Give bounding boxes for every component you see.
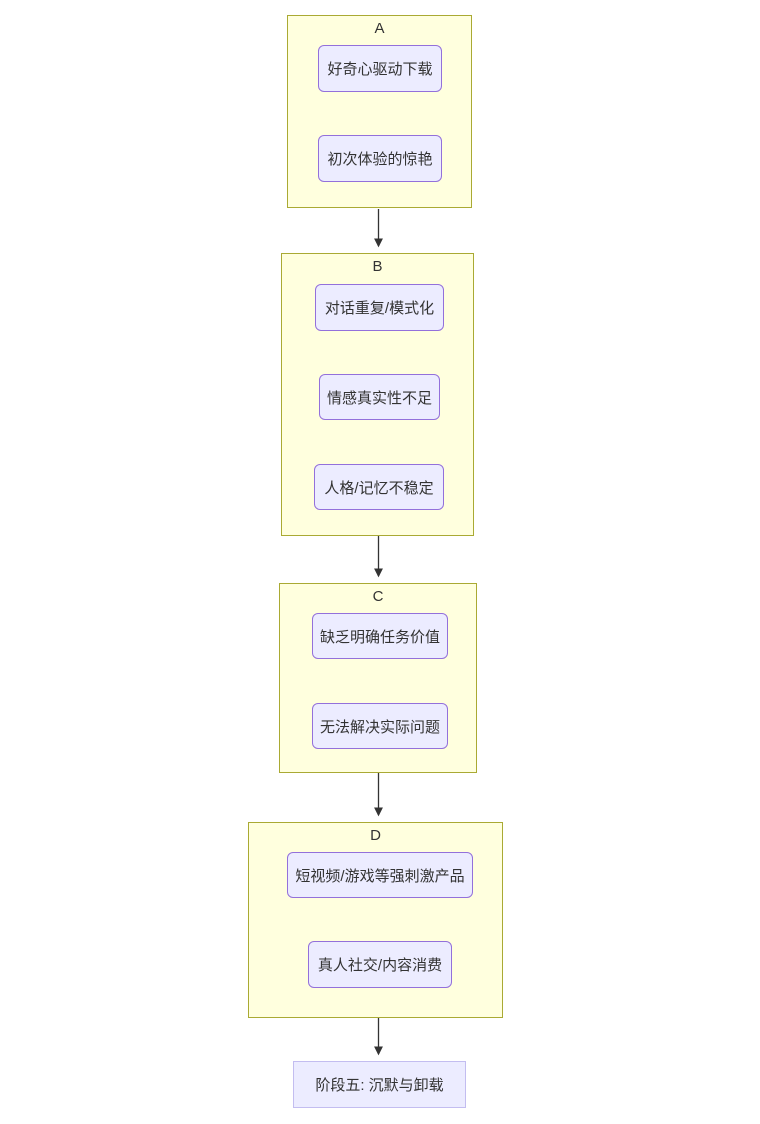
flow-node-repetitive-dialogue: 对话重复/模式化 [315, 284, 444, 331]
flow-node-label: 阶段五: 沉默与卸载 [315, 1077, 444, 1094]
flow-node-unstable-persona-memory: 人格/记忆不稳定 [314, 464, 444, 510]
flow-node-curiosity-download: 好奇心驱动下载 [318, 45, 442, 92]
flow-node-label: 对话重复/模式化 [324, 300, 435, 317]
flow-node-label: 缺乏明确任务价值 [319, 628, 440, 646]
cluster-c-label: C [372, 588, 384, 605]
flow-node-label: 人格/记忆不稳定 [324, 479, 434, 497]
flow-node-emotional-authenticity: 情感真实性不足 [319, 374, 440, 420]
flow-node-cannot-solve-problems: 无法解决实际问题 [312, 703, 448, 749]
flow-node-first-experience: 初次体验的惊艳 [318, 135, 442, 182]
cluster-a-label: A [374, 20, 385, 37]
flow-node-stage-five-silence-uninstall: 阶段五: 沉默与卸载 [293, 1061, 466, 1108]
flow-node-label: 真人社交/内容消费 [317, 957, 443, 974]
flow-node-label: 短视频/游戏等强刺激产品 [295, 867, 465, 885]
flow-node-real-social-content: 真人社交/内容消费 [308, 941, 452, 988]
cluster-d-label: D [370, 827, 381, 844]
flow-node-no-clear-task-value: 缺乏明确任务价值 [312, 613, 448, 659]
flow-node-label: 好奇心驱动下载 [327, 61, 433, 78]
flow-node-label: 情感真实性不足 [326, 389, 432, 407]
flow-node-high-stimulus-products: 短视频/游戏等强刺激产品 [287, 852, 473, 898]
flow-node-label: 初次体验的惊艳 [327, 151, 433, 168]
cluster-b-label: B [372, 258, 383, 275]
flow-node-label: 无法解决实际问题 [319, 718, 440, 736]
